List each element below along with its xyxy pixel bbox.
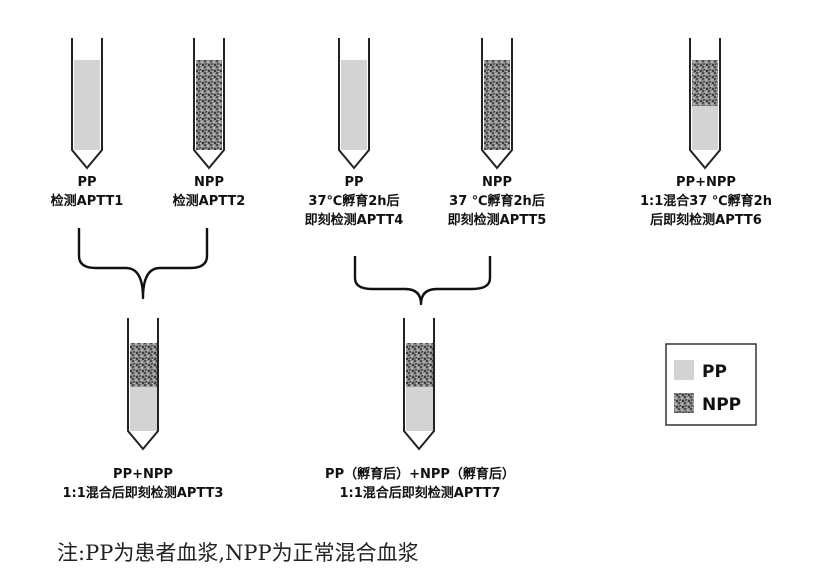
legend-pp-swatch — [674, 360, 694, 380]
tube-mixed-incubated — [689, 38, 721, 170]
tube-outline — [689, 38, 721, 170]
pp-fill — [74, 60, 100, 150]
tube-outline — [127, 318, 159, 451]
npp-fill — [692, 60, 718, 106]
bracket-middle — [353, 256, 492, 306]
pp-fill — [341, 60, 367, 150]
mix2-label-1: PP（孵育后）+NPP（孵育后） — [325, 466, 515, 482]
pp-fill — [130, 387, 157, 431]
tube-npp — [193, 38, 225, 170]
tube-outline — [403, 318, 435, 451]
tube4-label-3: 即刻检测APTT5 — [448, 212, 547, 228]
tube-outline — [193, 38, 225, 170]
tube4-label-1: NPP — [482, 175, 512, 190]
tube-outline — [71, 38, 103, 170]
legend: PP NPP — [665, 343, 757, 426]
pp-fill — [692, 106, 718, 150]
tube3-label-3: 即刻检测APTT4 — [305, 212, 404, 228]
tube5-label-3: 后即刻检测APTT6 — [650, 212, 762, 228]
npp-fill — [130, 343, 157, 387]
legend-npp-label: NPP — [702, 395, 741, 415]
tube-pp-incubated — [338, 38, 370, 170]
tube-outline — [338, 38, 370, 170]
tube1-label-2: 检测APTT1 — [51, 193, 124, 209]
tube3-label-2: 37℃孵育2h后 — [308, 193, 399, 209]
tube-pp — [71, 38, 103, 170]
tube2-label-2: 检测APTT2 — [173, 193, 246, 209]
tube3-label-1: PP — [344, 175, 363, 190]
npp-fill — [484, 60, 510, 150]
tube-outline — [481, 38, 513, 170]
tube-npp-incubated — [481, 38, 513, 170]
legend-pp-label: PP — [702, 362, 727, 382]
tube2-label-1: NPP — [194, 175, 224, 190]
legend-npp-swatch — [674, 393, 694, 413]
mix2-label-2: 1:1混合后即刻检测APTT7 — [340, 485, 501, 501]
tube5-label-1: PP+NPP — [676, 175, 736, 190]
mix1-label-1: PP+NPP — [113, 467, 173, 482]
tube4-label-2: 37 ℃孵育2h后 — [449, 193, 545, 209]
tube-mix-immediate — [127, 318, 159, 451]
mix1-label-2: 1:1混合后即刻检测APTT3 — [63, 485, 224, 501]
footnote: 注:PP为患者血浆,NPP为正常混合血浆 — [57, 541, 419, 565]
npp-fill — [406, 343, 433, 387]
pp-fill — [406, 387, 433, 431]
tube1-label-1: PP — [77, 175, 96, 190]
npp-fill — [196, 60, 222, 150]
bracket-left — [77, 228, 209, 300]
tube5-label-2: 1:1混合37 ℃孵育2h — [640, 193, 772, 209]
tube-mix-after-incubation — [403, 318, 435, 451]
